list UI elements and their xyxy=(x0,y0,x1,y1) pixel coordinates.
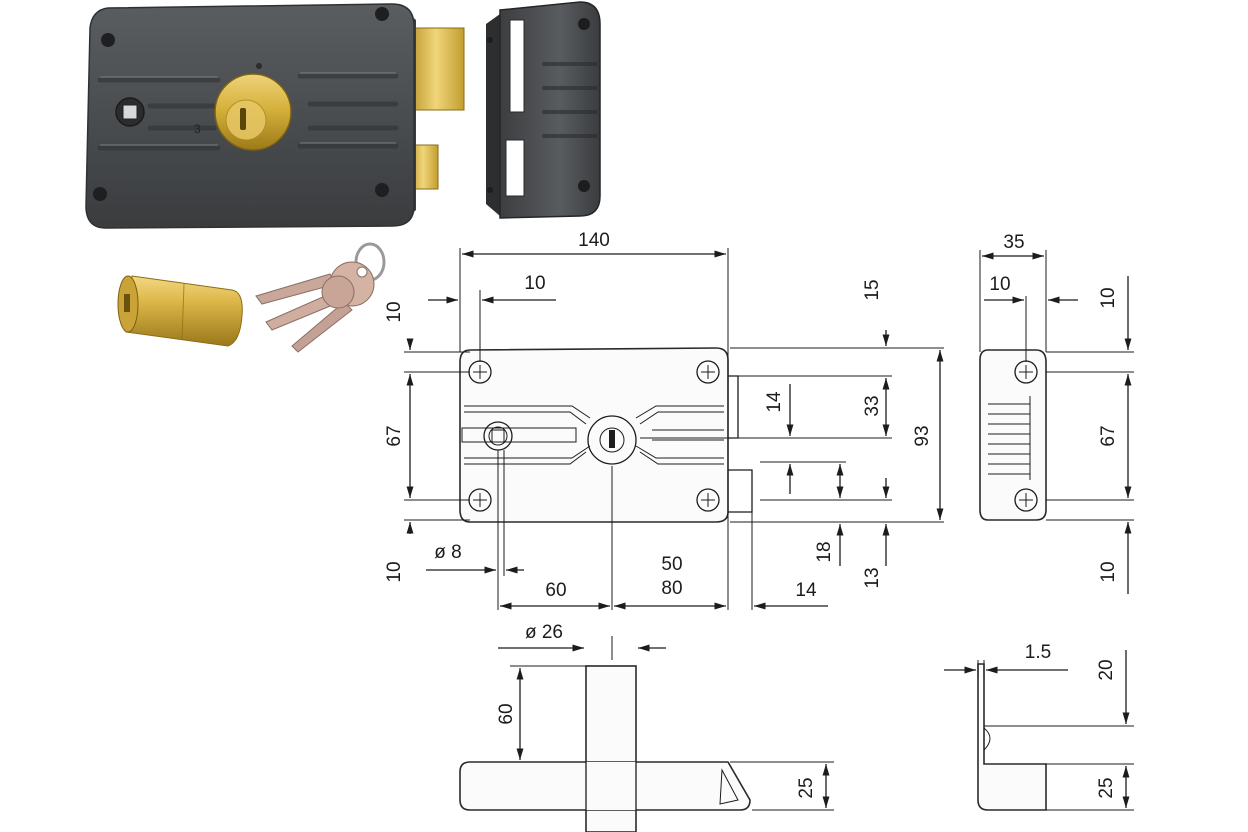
dim-bolt-height: 14 xyxy=(764,391,785,413)
dim-width-overall: 140 xyxy=(578,230,610,251)
dim-side-top-offset: 10 xyxy=(1098,287,1119,308)
cylinder-number: 3 xyxy=(194,122,201,136)
dim-side-bottom-offset: 10 xyxy=(1098,561,1119,582)
lock-photo: 3 xyxy=(85,3,465,229)
dim-side-screw-inset: 10 xyxy=(989,274,1010,295)
spare-cylinder-photo xyxy=(117,275,243,347)
dim-latch-height: 18 xyxy=(814,541,835,562)
strike-bottom-view-drawing: 1.5 20 25 xyxy=(944,642,1134,811)
dim-bolt-projection: 14 xyxy=(795,580,817,601)
spindle-square xyxy=(122,104,138,120)
dim-screw-offset-left: 10 xyxy=(524,273,545,294)
strike-bolt-slot xyxy=(509,19,525,113)
dim-strike-top-height: 20 xyxy=(1096,659,1117,680)
front-case-outline xyxy=(459,347,729,523)
bottom-view-drawing: ø 26 60 25 xyxy=(459,622,834,832)
dim-screw-offset-top: 10 xyxy=(384,301,405,322)
keyhole-icon xyxy=(240,108,246,130)
dim-keyhole-to-bolt: 33 xyxy=(862,395,883,416)
screw-icon xyxy=(93,187,107,201)
lock-bolt xyxy=(407,27,465,111)
dim-height-overall: 93 xyxy=(912,425,933,446)
dim-bottom-case-height: 25 xyxy=(796,777,817,798)
dim-spindle-diameter: ø 8 xyxy=(434,542,461,563)
front-view-drawing: 140 10 10 67 10 ø 8 60 50 80 14 15 33 14… xyxy=(384,230,944,610)
dim-cylinder-length: 60 xyxy=(496,703,517,724)
front-cylinder-circle xyxy=(587,415,637,465)
side-view-drawing: 35 10 10 67 10 xyxy=(979,232,1134,594)
dim-backset-80: 80 xyxy=(661,578,682,599)
dim-bottom-offset: 13 xyxy=(862,567,883,588)
dim-backset-50: 50 xyxy=(661,554,682,575)
dim-plate-thickness: 1.5 xyxy=(1025,642,1051,663)
strike-plate-photo xyxy=(486,1,601,219)
strike-profile-outline xyxy=(977,663,1047,811)
screw-icon xyxy=(1014,488,1038,512)
screw-icon xyxy=(375,183,389,197)
dim-screw-spacing-vertical: 67 xyxy=(384,425,405,446)
dim-top-to-keyhole: 15 xyxy=(862,279,883,300)
keyhole-icon xyxy=(609,430,615,448)
screw-icon xyxy=(101,33,115,47)
dim-side-screw-spacing: 67 xyxy=(1098,425,1119,446)
dim-screw-offset-bottom: 10 xyxy=(384,561,405,582)
dim-spindle-to-cylinder: 60 xyxy=(545,580,566,601)
dim-side-depth: 35 xyxy=(1003,232,1024,253)
lock-ribs xyxy=(97,73,399,151)
screw-icon xyxy=(578,18,590,30)
strike-latch-slot xyxy=(505,139,525,197)
front-extension-lines xyxy=(404,248,944,610)
dim-strike-case-height: 25 xyxy=(1096,777,1117,798)
screw-icon xyxy=(578,180,590,192)
dim-cylinder-diameter: ø 26 xyxy=(525,622,563,643)
keys-photo xyxy=(255,242,386,353)
screw-icon xyxy=(375,7,389,21)
